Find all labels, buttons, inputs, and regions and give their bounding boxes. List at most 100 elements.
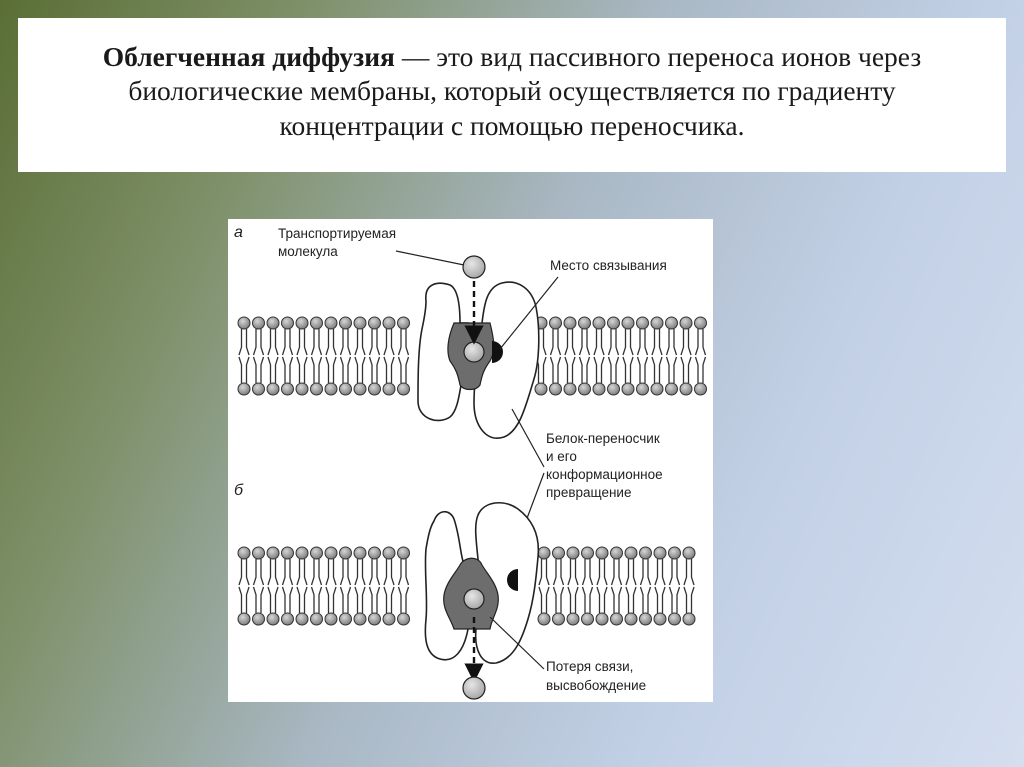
membrane-a [237, 316, 707, 396]
lipid-head [639, 612, 652, 626]
lipid-head [295, 612, 309, 626]
lipid-head [694, 316, 707, 330]
lipid-tail [397, 329, 410, 356]
lipid-tail [578, 356, 591, 383]
lipid-tail [383, 356, 395, 383]
binding-site-b [507, 569, 518, 591]
lipid-head [552, 612, 565, 626]
lipid-head [679, 382, 693, 396]
lipid-tail [296, 329, 308, 356]
lipid-tail [625, 586, 637, 613]
lipid-head [679, 316, 693, 330]
lipid-head [665, 382, 678, 396]
lipid-head [581, 612, 594, 626]
lipid-head [324, 546, 338, 560]
lipid-tail [683, 586, 695, 613]
lipid-head [237, 382, 251, 396]
label-release-2: высвобождение [546, 678, 646, 693]
lipid-head [610, 612, 623, 626]
lipid-head [382, 316, 396, 330]
lipid-head [266, 382, 280, 396]
lipid-head [592, 382, 606, 396]
lipid-tail [680, 329, 692, 356]
lipid-head [339, 546, 352, 560]
lipid-tail [339, 559, 352, 586]
lipid-head [339, 316, 352, 330]
carrier-protein-b [424, 502, 540, 664]
lipid-head [537, 612, 551, 626]
lipid-head [368, 316, 381, 330]
lipid-head [607, 316, 620, 330]
lipid-tail [252, 356, 265, 383]
pointer-binding-site [499, 276, 559, 350]
lipid-tail [549, 356, 562, 383]
lipid-tail [610, 586, 623, 613]
lipid-head [310, 612, 323, 626]
lipid-tail [578, 329, 591, 356]
lipid-head [397, 316, 410, 330]
lipid-head [636, 382, 649, 396]
lipid-head [324, 316, 338, 330]
lipid-head [653, 612, 667, 626]
lipid-tail [354, 586, 366, 613]
label-transported-molecule-1: Транспортируемая [278, 226, 396, 241]
label-binding-site: Место связывания [550, 258, 667, 273]
definition-term: Облегченная диффузия [102, 41, 395, 72]
lipid-tail [694, 329, 707, 356]
lipid-tail [668, 559, 681, 586]
lipid-head [537, 546, 551, 560]
lipid-head [295, 316, 309, 330]
panel-b-label: б [234, 482, 244, 499]
lipid-head [324, 382, 338, 396]
lipid-tail [397, 559, 410, 586]
lipid-head [252, 316, 265, 330]
membrane-b [237, 546, 696, 626]
label-release-1: Потеря связи, [546, 659, 633, 674]
lipid-tail [252, 559, 265, 586]
lipid-tail [567, 586, 579, 613]
lipid-tail [552, 559, 565, 586]
lipid-tail [383, 559, 395, 586]
lipid-head [281, 546, 294, 560]
lipid-tail [581, 586, 594, 613]
lipid-tail [552, 586, 565, 613]
lipid-tail [325, 586, 337, 613]
lipid-head [595, 546, 609, 560]
lipid-head [281, 612, 294, 626]
lipid-tail [339, 586, 352, 613]
lipid-tail [368, 329, 381, 356]
lipid-tail [281, 329, 294, 356]
definition-text-box: Облегченная диффузия — это вид пассивног… [18, 18, 1006, 172]
lipid-head [353, 382, 367, 396]
lipid-head [368, 546, 381, 560]
lipid-head [252, 382, 265, 396]
lipid-head [563, 316, 577, 330]
lipid-tail [267, 559, 279, 586]
definition-body: — это вид пассивного переноса ионов чере… [128, 41, 922, 141]
lipid-tail [639, 586, 652, 613]
lipid-tail [310, 586, 323, 613]
label-transported-molecule-2: молекула [278, 244, 338, 259]
lipid-tail [596, 559, 608, 586]
lipid-head [310, 546, 323, 560]
lipid-head [237, 316, 251, 330]
lipid-tail [607, 329, 620, 356]
lipid-head [566, 612, 580, 626]
lipid-tail [549, 329, 562, 356]
lipid-tail [281, 356, 294, 383]
lipid-head [310, 316, 323, 330]
lipid-tail [639, 559, 652, 586]
lipid-head [610, 546, 623, 560]
lipid-head [621, 382, 635, 396]
lipid-head [382, 546, 396, 560]
lipid-tail [281, 586, 294, 613]
lipid-head [624, 612, 638, 626]
lipid-tail [538, 586, 550, 613]
molecule-released-b [462, 676, 486, 700]
lipid-head [639, 546, 652, 560]
lipid-tail [397, 586, 410, 613]
lipid-head [592, 316, 606, 330]
lipid-tail [296, 559, 308, 586]
molecule-bound-b [463, 588, 485, 610]
lipid-tail [354, 329, 366, 356]
